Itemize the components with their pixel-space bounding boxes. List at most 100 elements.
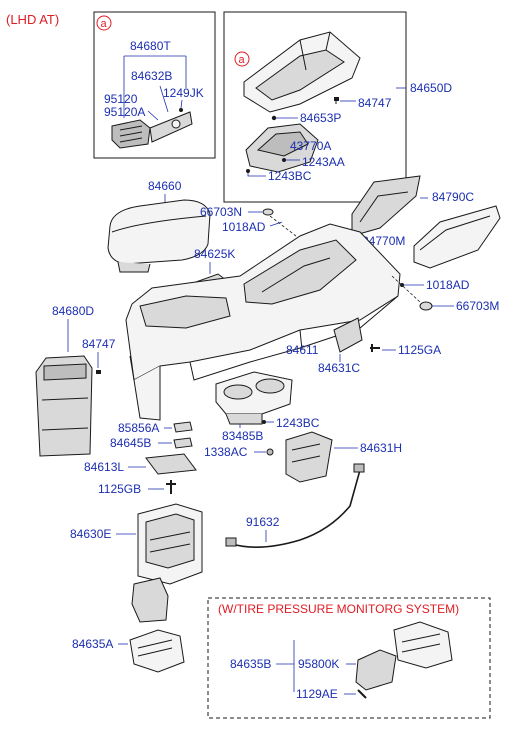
callout-a-marker-1 (96, 15, 112, 31)
switch-inset-box (93, 11, 216, 159)
label-1249JK: 1249JK (163, 86, 204, 100)
shift-bezel-opening (255, 49, 345, 101)
leader-1249JK (180, 99, 183, 109)
label-66703M: 66703M (456, 299, 499, 313)
clip-84747-left (96, 370, 101, 374)
screw-1243BC-mid (262, 420, 266, 424)
callout-a-letter-1: a (101, 18, 108, 30)
console-shift-rib (261, 257, 331, 293)
label-84747-left: 84747 (82, 337, 116, 351)
label-1018AD-right: 1018AD (426, 278, 470, 292)
label-95800K: 95800K (298, 657, 339, 671)
tpms-bracket (393, 621, 453, 669)
label-84635B: 84635B (230, 657, 271, 671)
rear-cover-vent (43, 363, 87, 381)
bracket-84631H-ribs (291, 443, 321, 463)
clip-84747-head (334, 97, 339, 101)
leader-1243BC-top (247, 172, 266, 177)
label-1125GA: 1125GA (398, 343, 441, 357)
console-shift-opening (243, 239, 357, 305)
label-84650D: 84650D (410, 81, 452, 95)
label-84631C: 84631C (318, 361, 360, 375)
console-front-wall (129, 355, 161, 421)
side-panel-84770M-rib (359, 191, 409, 223)
label-84645B: 84645B (110, 436, 151, 450)
label-84625K: 84625K (194, 247, 235, 261)
label-1129AE: 1129AE (296, 687, 338, 701)
screw-84653P (271, 115, 277, 121)
part-85856A (173, 421, 193, 433)
bracket-84630E-ribs (149, 531, 191, 553)
label-83485B: 83485B (222, 429, 263, 443)
bracket-84635A-ribs (137, 639, 173, 657)
bracket-lower (131, 577, 169, 623)
label-84680T: 84680T (130, 39, 171, 53)
side-cover-84790C (413, 205, 501, 269)
dash-66703M (391, 275, 421, 303)
callout-a-marker-2 (234, 51, 250, 67)
label-1243BC-mid: 1243BC (276, 416, 320, 430)
label-84631H: 84631H (360, 441, 402, 455)
screw-1243BC-top (246, 169, 250, 173)
callout-a-letter-2: a (239, 54, 246, 66)
leader-1018AD-left (269, 221, 283, 227)
label-84630E: 84630E (70, 527, 111, 541)
label-84613L: 84613L (84, 460, 124, 474)
label-84790C: 84790C (432, 190, 474, 204)
shift-inset-box (223, 11, 407, 203)
screw-1249JK (179, 108, 183, 112)
console-storage-opening (139, 295, 231, 329)
mat-84613L (145, 453, 197, 475)
switch-bezel-84632B (149, 111, 193, 143)
grommet-66703N (262, 208, 274, 216)
title-label: (LHD AT) (6, 12, 59, 27)
shift-bezel-edges (299, 31, 331, 71)
bezel-hole (171, 119, 181, 129)
tpms-inset-note: (W/TIRE PRESSURE MONITORG SYSTEM) (218, 602, 459, 616)
rear-cover-lines (41, 397, 89, 431)
label-66703N: 66703N (200, 205, 242, 219)
cupholder-cup1 (223, 384, 253, 400)
rear-cover-84680D (35, 355, 93, 457)
bolt-1125GB (166, 480, 176, 494)
label-84747-top: 84747 (358, 96, 392, 110)
armrest-84660 (107, 199, 211, 265)
label-95120: 95120 (104, 92, 138, 106)
side-cover-84790C-edge (419, 215, 491, 251)
bracket-84631C (333, 317, 363, 353)
label-1125GB: 1125GB (98, 482, 141, 496)
harness-connector-1 (225, 537, 237, 547)
label-84632B: 84632B (131, 69, 172, 83)
label-1243AA: 1243AA (302, 155, 345, 169)
side-panel-84770M (351, 175, 421, 237)
harness-connector-2 (353, 463, 365, 473)
bracket-84635A (129, 629, 185, 673)
tpms-inset-box (207, 597, 491, 719)
label-84770M: 84770M (362, 234, 405, 248)
tpms-module-95800K (355, 649, 397, 691)
harness-91632 (231, 469, 361, 548)
dash-66703N (269, 215, 297, 237)
label-85856A: 85856A (118, 421, 159, 435)
cupholder-cup2 (255, 378, 285, 394)
label-84660: 84660 (148, 179, 182, 193)
grommet-66703M (419, 301, 433, 311)
console-lower-edge (189, 295, 399, 381)
label-84611: 84611 (286, 343, 319, 357)
bracket-84630E-inner (145, 513, 195, 569)
nut-1338AC (266, 448, 274, 456)
leader-84632B (159, 85, 169, 113)
label-84653P: 84653P (300, 111, 341, 125)
label-1018AD-left: 1018AD (222, 220, 266, 234)
bolt-1125GA (370, 344, 380, 352)
armrest-hinge (117, 261, 151, 273)
screw-1243AA (282, 158, 286, 162)
cupholder-base (225, 413, 263, 425)
label-84635A: 84635A (72, 637, 113, 651)
switch-ribs (119, 125, 143, 143)
tpms-bracket-ribs (401, 633, 441, 653)
leader-95120A (147, 110, 159, 121)
label-43770A: 43770A (290, 139, 331, 153)
label-1243BC-top: 1243BC (268, 169, 312, 183)
